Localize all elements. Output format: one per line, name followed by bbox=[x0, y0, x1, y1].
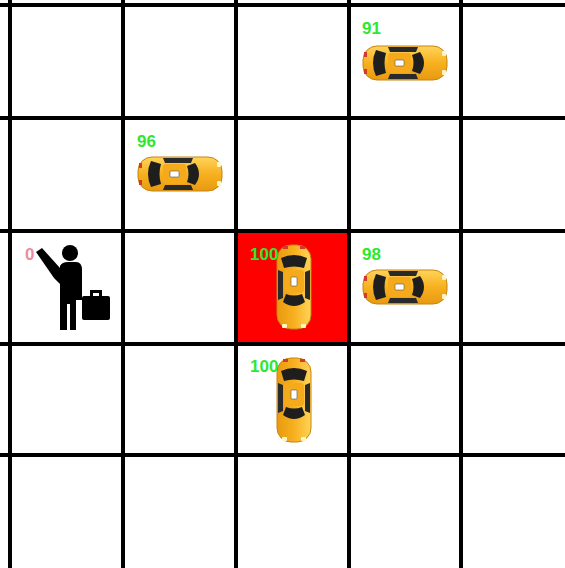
reward-label: 100 bbox=[250, 358, 278, 375]
taxi-icon bbox=[277, 358, 311, 442]
grid-line bbox=[0, 229, 565, 233]
reward-label: 98 bbox=[362, 246, 381, 263]
reward-label: 96 bbox=[137, 133, 156, 150]
taxi-icon bbox=[363, 270, 447, 304]
reward-label: 100 bbox=[250, 246, 278, 263]
passenger-body bbox=[36, 248, 82, 330]
grid-line bbox=[347, 0, 351, 568]
taxi-icon bbox=[277, 245, 311, 329]
taxi-icon bbox=[138, 157, 222, 191]
briefcase bbox=[82, 296, 110, 320]
reward-label: 91 bbox=[362, 20, 381, 37]
taxi-icon bbox=[277, 245, 311, 329]
highlighted-cell bbox=[236, 231, 349, 344]
briefcase-handle bbox=[90, 290, 102, 296]
grid-line bbox=[8, 0, 12, 568]
grid-line bbox=[0, 116, 565, 120]
grid-line bbox=[0, 342, 565, 346]
reward-label: 0 bbox=[25, 246, 34, 263]
grid-line bbox=[234, 0, 238, 568]
grid-line bbox=[0, 3, 565, 7]
taxi-icon bbox=[277, 358, 311, 442]
passenger-icon bbox=[36, 245, 110, 330]
taxi-icon bbox=[363, 46, 447, 80]
passenger-head bbox=[62, 245, 78, 261]
grid-line bbox=[0, 453, 565, 457]
grid-line bbox=[459, 0, 463, 568]
grid-line bbox=[121, 0, 125, 568]
